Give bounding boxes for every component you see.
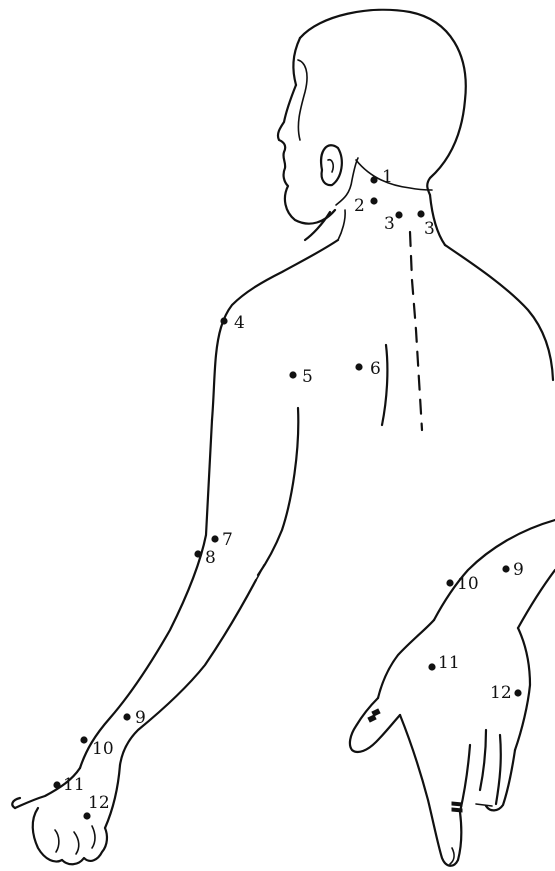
point-5-dot xyxy=(289,371,296,378)
point-9-hand-dot xyxy=(502,565,509,572)
point-1-dot xyxy=(370,176,377,183)
point-4-label: 4 xyxy=(234,313,245,333)
point-2-label: 2 xyxy=(354,196,365,216)
point-6-dot xyxy=(355,363,362,370)
point-3-right-dot xyxy=(417,210,424,217)
left-arm-outline xyxy=(12,420,256,864)
point-10-hand-label: 10 xyxy=(457,574,479,594)
point-10-arm-label: 10 xyxy=(92,739,114,759)
point-6-label: 6 xyxy=(370,359,381,379)
point-3-right-label: 3 xyxy=(424,219,435,239)
point-8-dot xyxy=(194,550,201,557)
point-10-arm-dot xyxy=(80,736,87,743)
point-2-dot xyxy=(370,197,377,204)
point-9-arm-dot xyxy=(123,713,130,720)
point-12-arm-dot xyxy=(83,812,90,819)
point-3-left-label: 3 xyxy=(384,214,395,234)
point-12-arm-label: 12 xyxy=(88,793,110,813)
point-7-label: 7 xyxy=(222,530,233,550)
point-3-left-dot xyxy=(395,211,402,218)
point-11-arm-label: 11 xyxy=(63,775,85,795)
point-10-hand-dot xyxy=(446,579,453,586)
acupoint-markers: 1 2 3 3 4 5 6 7 8 9 10 11 12 9 10 11 12 xyxy=(53,167,523,820)
torso-outline xyxy=(212,232,553,580)
point-11-hand-dot xyxy=(428,663,435,670)
head-outline xyxy=(278,10,466,224)
point-8-label: 8 xyxy=(205,548,216,568)
point-9-hand-label: 9 xyxy=(513,560,524,580)
point-12-hand-dot xyxy=(514,689,521,696)
point-4-dot xyxy=(220,317,227,324)
right-hand-outline xyxy=(350,520,555,866)
point-7-dot xyxy=(211,535,218,542)
point-9-arm-label: 9 xyxy=(135,708,146,728)
point-12-hand-label: 12 xyxy=(490,683,512,703)
point-5-label: 5 xyxy=(302,367,313,387)
point-11-hand-label: 11 xyxy=(438,653,460,673)
point-11-arm-dot xyxy=(53,781,60,788)
point-1-label: 1 xyxy=(382,167,393,187)
